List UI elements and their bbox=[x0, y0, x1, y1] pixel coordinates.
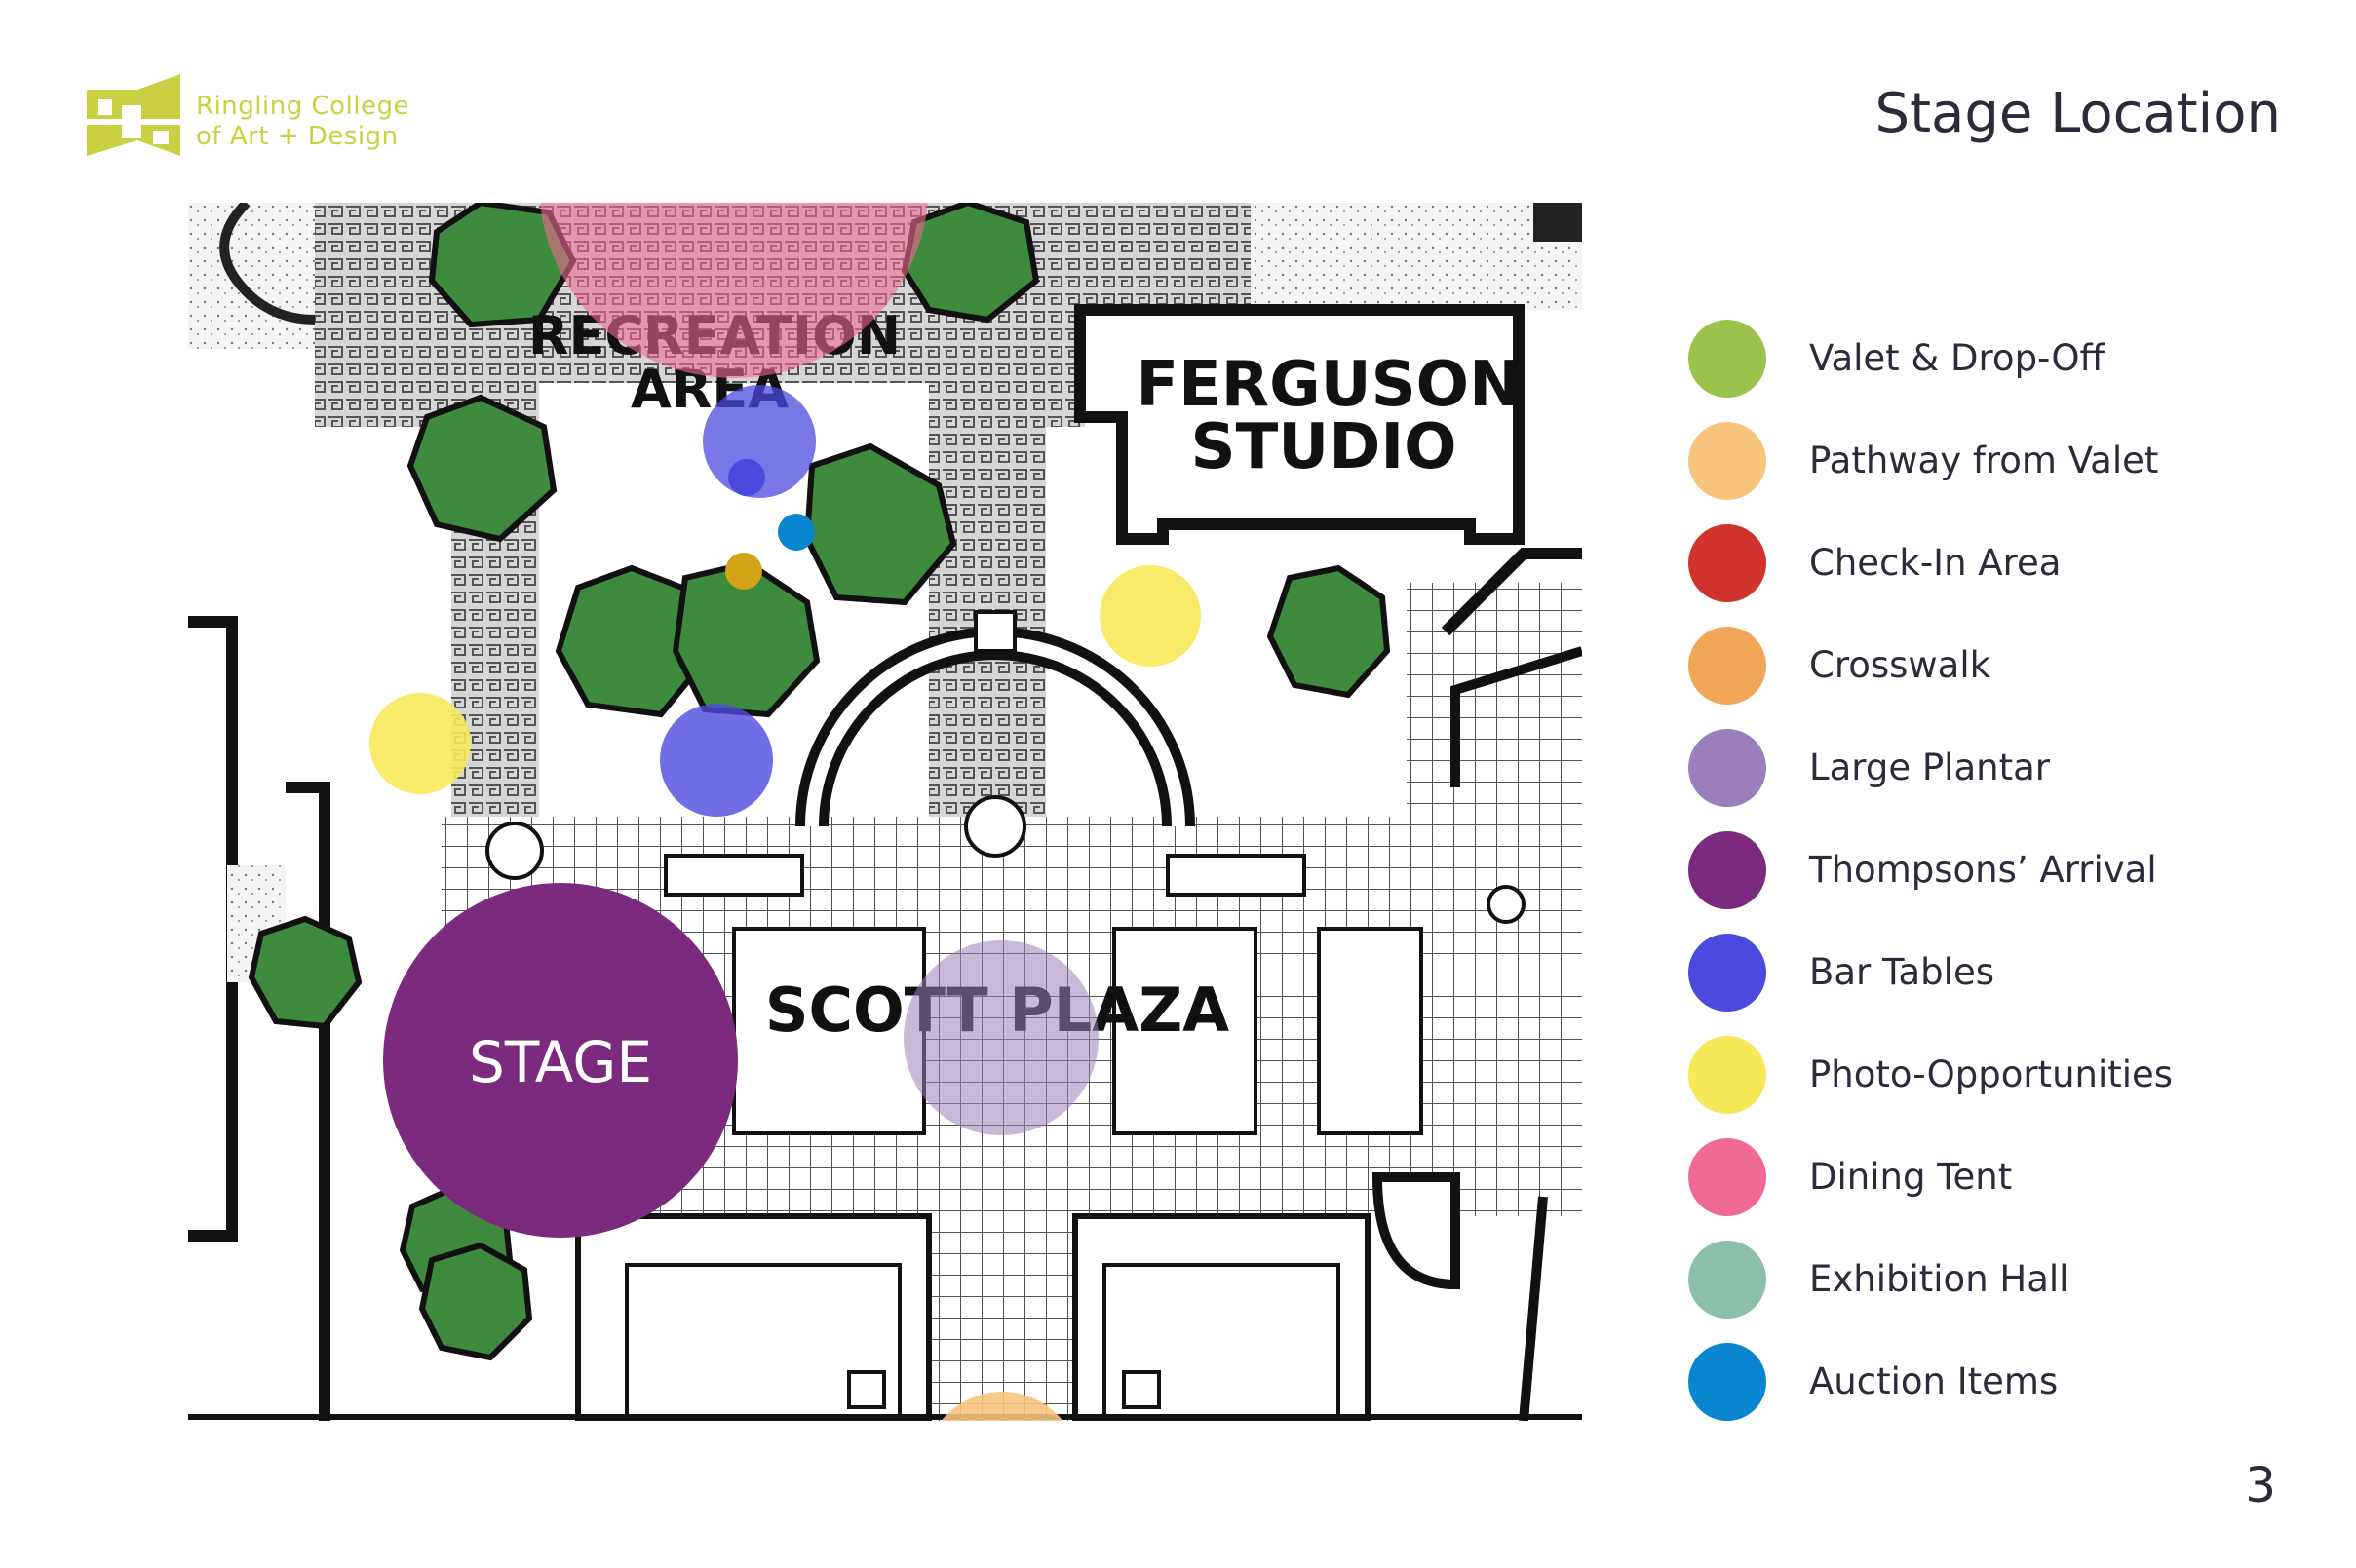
photo-opportunity-marker bbox=[369, 693, 471, 794]
auction-item-marker bbox=[778, 514, 815, 551]
ferguson-label: FERGUSON bbox=[1136, 349, 1521, 421]
map-legend: Valet & Drop-Off Pathway from Valet Chec… bbox=[1688, 307, 2273, 1433]
legend-label: Valet & Drop-Off bbox=[1809, 337, 2105, 379]
site-map: FERGUSON STUDIO bbox=[188, 203, 1582, 1421]
legend-swatch bbox=[1688, 319, 1766, 398]
large-plantar-marker bbox=[904, 940, 1099, 1135]
legend-label: Thompsons’ Arrival bbox=[1809, 849, 2157, 891]
pathway-marker bbox=[941, 1392, 1063, 1421]
legend-swatch bbox=[1688, 1240, 1766, 1319]
legend-item-pathway: Pathway from Valet bbox=[1688, 409, 2273, 512]
legend-item-auction-items: Auction Items bbox=[1688, 1330, 2273, 1433]
logo-text: Ringling College of Art + Design bbox=[196, 92, 409, 152]
logo-line-1: Ringling College bbox=[196, 92, 409, 121]
page-number: 3 bbox=[2245, 1457, 2276, 1513]
legend-item-crosswalk: Crosswalk bbox=[1688, 614, 2273, 716]
legend-label: Exhibition Hall bbox=[1809, 1258, 2069, 1300]
ferguson-studio-building bbox=[1074, 304, 1525, 545]
bar-table-marker bbox=[660, 704, 773, 817]
legend-swatch bbox=[1688, 728, 1766, 807]
legend-swatch bbox=[1688, 1035, 1766, 1114]
auction-item-marker bbox=[725, 553, 762, 590]
legend-item-thompsons-arrival: Thompsons’ Arrival bbox=[1688, 819, 2273, 921]
legend-swatch bbox=[1688, 933, 1766, 1012]
legend-item-photo-opportunities: Photo-Opportunities bbox=[1688, 1023, 2273, 1126]
bar-table-marker bbox=[728, 459, 765, 496]
legend-swatch bbox=[1688, 626, 1766, 705]
legend-swatch bbox=[1688, 830, 1766, 909]
legend-item-bar-tables: Bar Tables bbox=[1688, 921, 2273, 1023]
legend-label: Check-In Area bbox=[1809, 542, 2062, 584]
legend-item-exhibition-hall: Exhibition Hall bbox=[1688, 1228, 2273, 1330]
legend-label: Large Plantar bbox=[1809, 746, 2050, 788]
legend-label: Pathway from Valet bbox=[1809, 440, 2159, 481]
dining-tent-marker bbox=[540, 203, 928, 378]
stage-marker bbox=[383, 883, 738, 1238]
legend-swatch bbox=[1688, 523, 1766, 602]
legend-swatch bbox=[1688, 1342, 1766, 1421]
legend-item-large-plantar: Large Plantar bbox=[1688, 716, 2273, 819]
ringling-logo: Ringling College of Art + Design bbox=[83, 70, 414, 168]
legend-item-check-in: Check-In Area bbox=[1688, 512, 2273, 614]
trees bbox=[248, 203, 1391, 1361]
legend-label: Crosswalk bbox=[1809, 644, 1991, 686]
photo-opportunity-marker bbox=[1100, 565, 1201, 667]
legend-swatch bbox=[1688, 421, 1766, 500]
legend-label: Photo-Opportunities bbox=[1809, 1053, 2174, 1095]
page-title: Stage Location bbox=[1874, 82, 2281, 145]
legend-item-valet: Valet & Drop-Off bbox=[1688, 307, 2273, 409]
legend-swatch bbox=[1688, 1137, 1766, 1216]
site-plan-drawing: FERGUSON STUDIO bbox=[188, 203, 1582, 1421]
logo-line-2: of Art + Design bbox=[196, 122, 399, 151]
legend-label: Dining Tent bbox=[1809, 1156, 2013, 1198]
stage-label: STAGE bbox=[469, 1029, 652, 1095]
legend-label: Auction Items bbox=[1809, 1360, 2059, 1402]
ringling-logo-mark-icon bbox=[87, 74, 180, 156]
studio-label: STUDIO bbox=[1190, 411, 1456, 483]
legend-item-dining-tent: Dining Tent bbox=[1688, 1126, 2273, 1228]
legend-label: Bar Tables bbox=[1809, 951, 1994, 993]
